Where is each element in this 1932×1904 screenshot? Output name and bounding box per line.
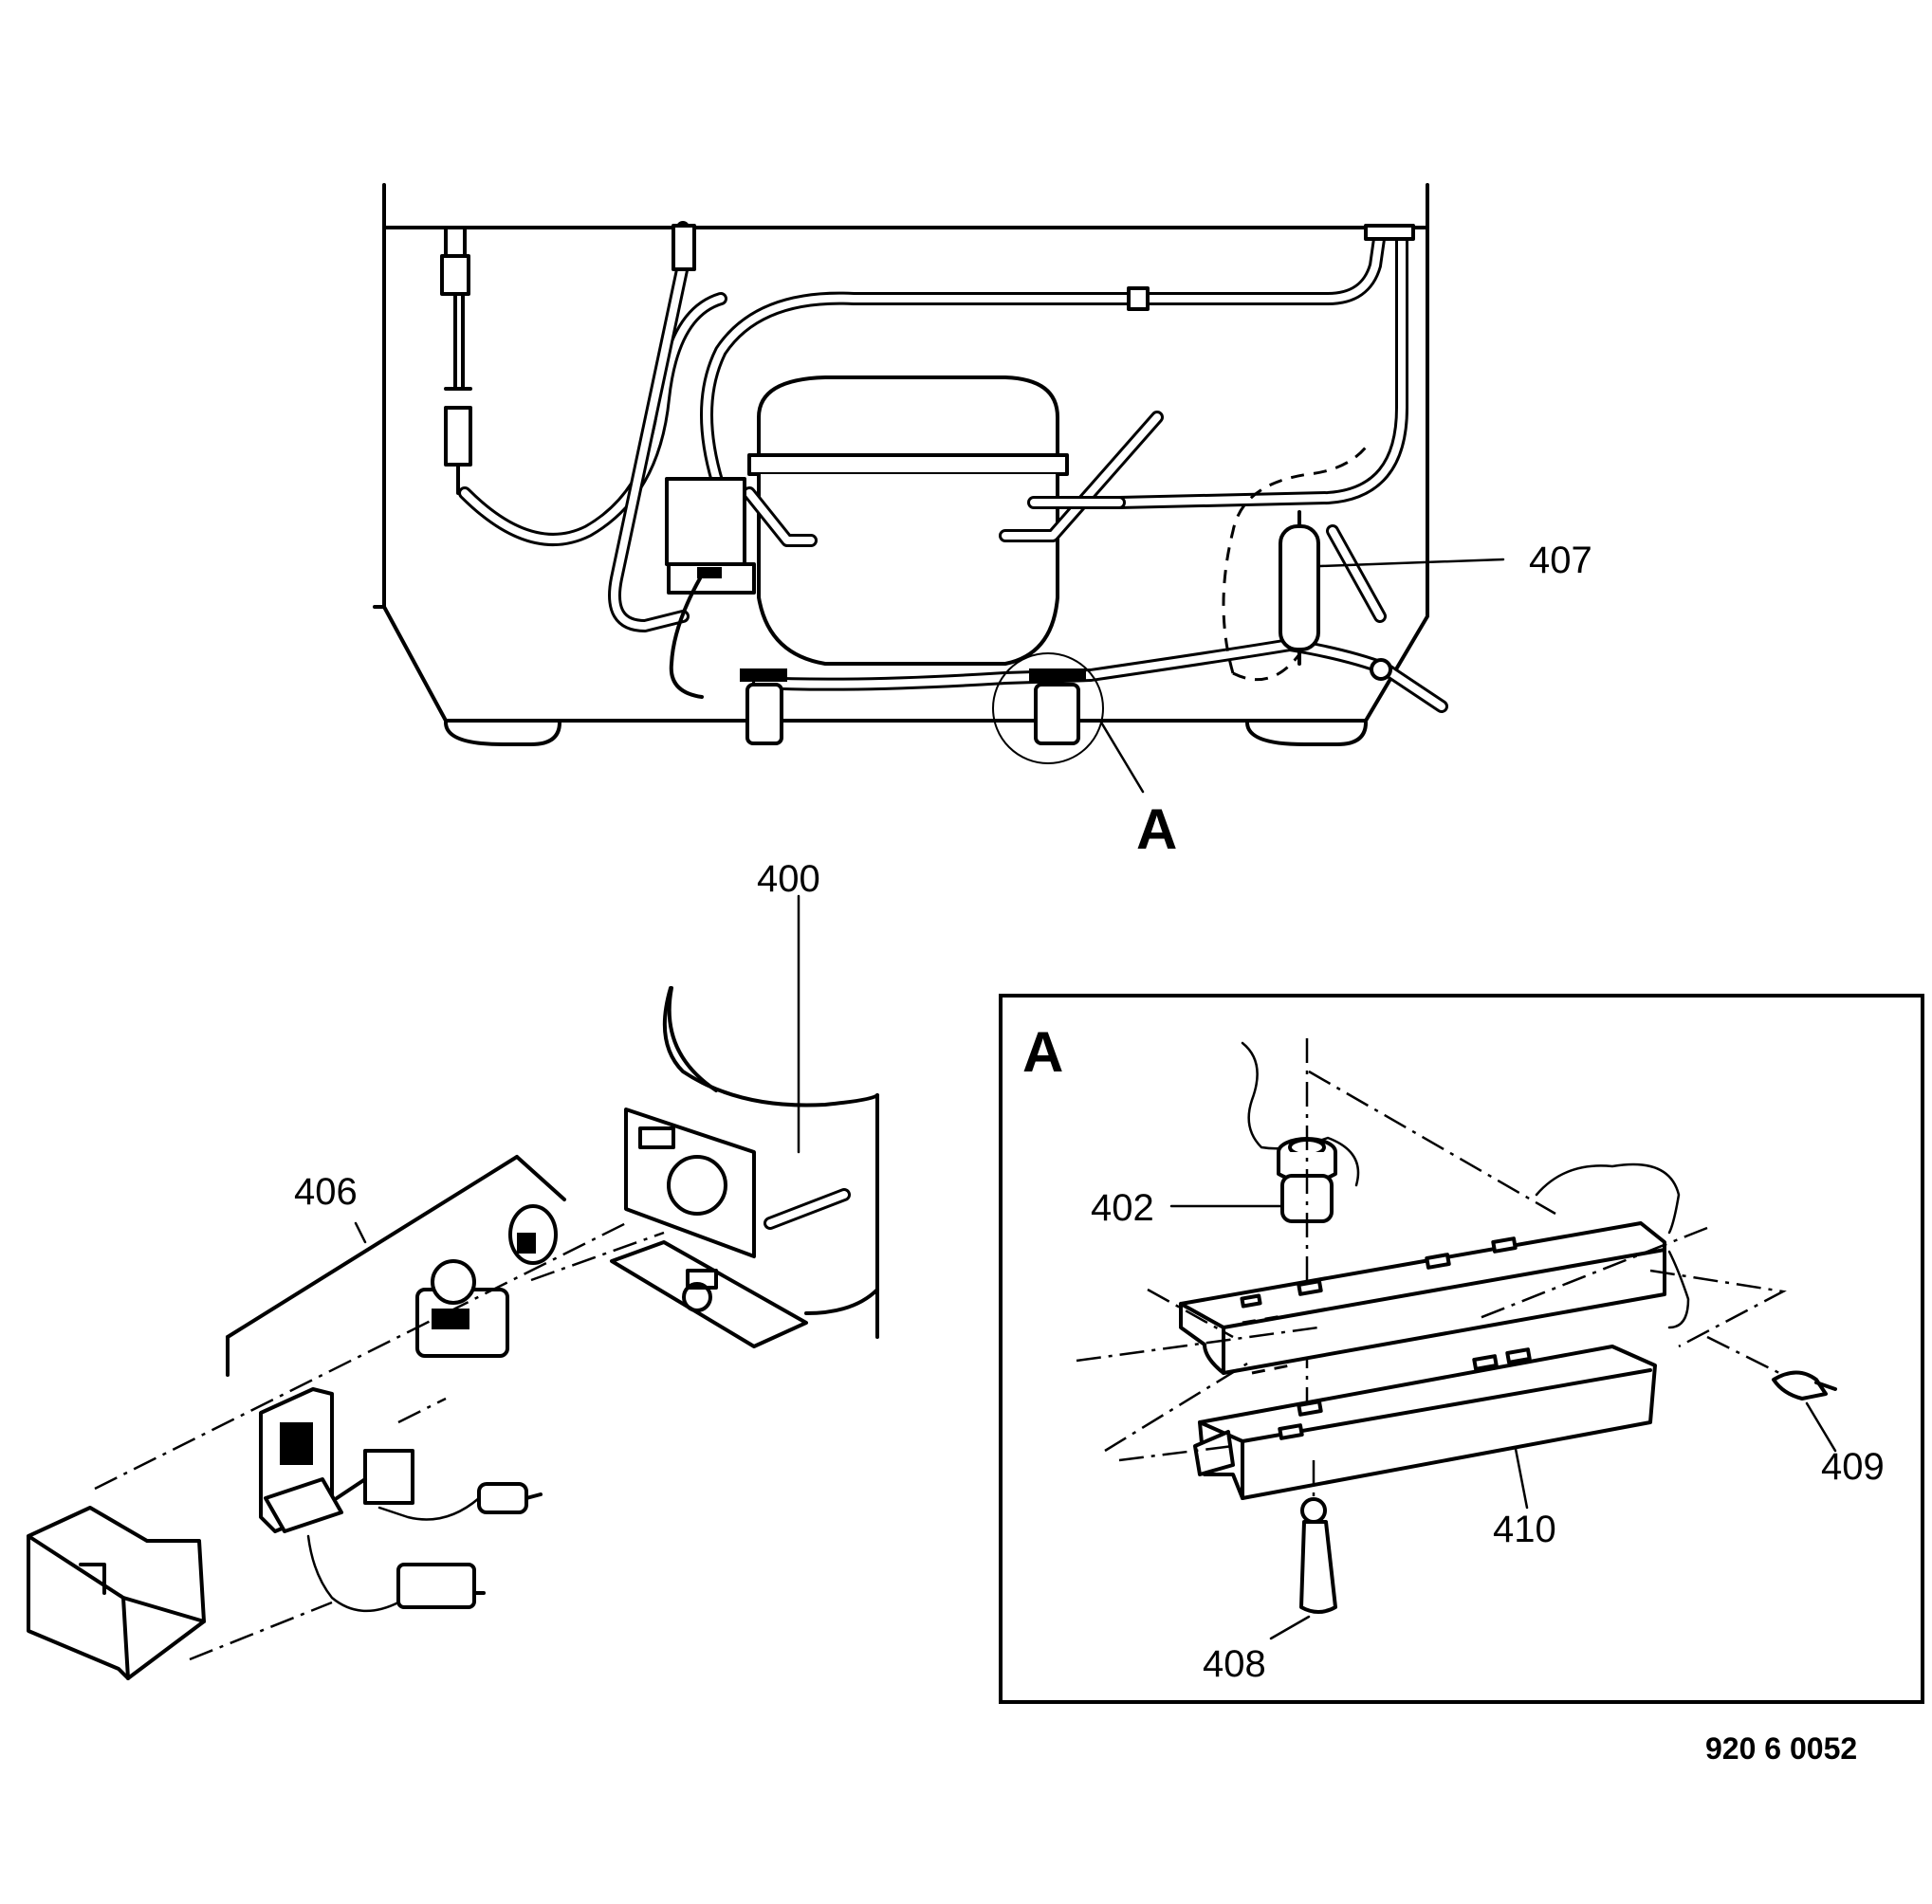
detail-inset-a: A 402 [999,994,1924,1704]
callout-408: 408 [1203,1643,1266,1685]
refrigerant-tubing [608,221,1448,713]
relay-mounting-bracket [610,1108,851,1348]
run-capacitor [377,1482,543,1521]
compressor [665,375,1164,699]
callout-400: 400 [757,858,820,900]
callout-406: 406 [294,1171,358,1213]
mounting-grommet-right [1029,668,1086,745]
detail-circle-a [992,652,1104,764]
mounting-grommet-left [740,668,787,745]
callout-410: 410 [1493,1509,1556,1550]
start-capacitor [306,1534,486,1613]
overload-relay [415,1204,558,1358]
compressor-electrical-exploded: 400 406 [27,858,879,1680]
mounting-rail-upper [1179,1221,1666,1375]
callout-407: 407 [1529,540,1592,581]
detail-marker-a: A [1136,797,1177,861]
filter-drier [1222,440,1372,682]
terminal-cover [27,1506,206,1680]
callout-409: 409 [1821,1446,1885,1488]
start-relay [259,1387,414,1533]
cabinet-base-view: A 407 [373,183,1592,861]
clip-409 [1772,1370,1837,1401]
fastener-408 [1299,1497,1337,1614]
inset-title-a: A [1022,1020,1063,1084]
callout-402: 402 [1091,1187,1154,1229]
drawing-code: 920 6 0052 [1705,1731,1857,1766]
